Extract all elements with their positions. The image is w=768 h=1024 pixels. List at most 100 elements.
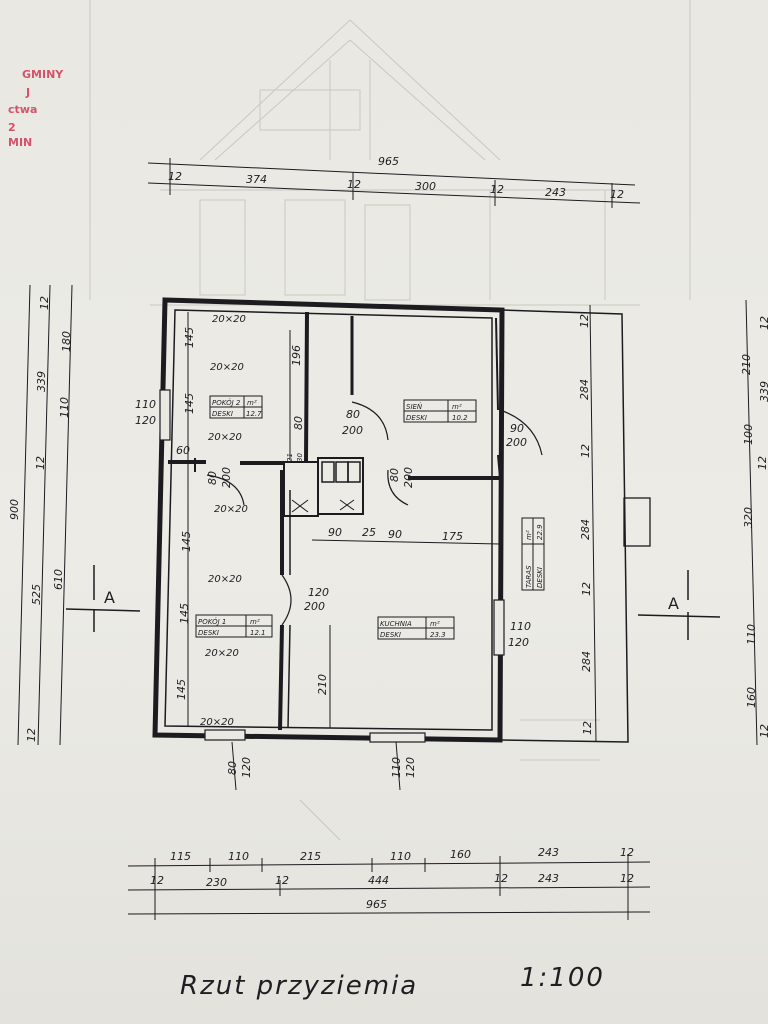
dim-terrace-6: 284 xyxy=(580,651,593,672)
dim-inner-145-3: 145 xyxy=(180,531,193,552)
room-sien-name: SIEŃ xyxy=(406,402,423,411)
dim-terrace-1: 12 xyxy=(578,314,591,328)
dim-top-seg-7: 12 xyxy=(610,188,624,201)
dim-inner-145-4: 145 xyxy=(178,603,191,624)
dim-left-overall: 900 xyxy=(8,499,21,520)
dim-bottom-overall: 965 xyxy=(366,898,387,911)
dim-chimney-2: 25 xyxy=(362,526,376,539)
outer-walls xyxy=(152,297,651,743)
room-kuchnia-area: 23.3 xyxy=(430,631,446,639)
vent-label-3: 20×20 xyxy=(208,432,242,443)
room-pokoj-1-area: 12.1 xyxy=(250,629,266,637)
stamp-line-3: ctwa xyxy=(8,103,37,116)
dim-right-5: 12 xyxy=(756,456,768,470)
room-sien-finish: DESKI xyxy=(406,414,427,422)
dim-terrace-7: 12 xyxy=(581,721,594,735)
dim-inner-145-5: 145 xyxy=(175,679,188,700)
vent-label-1: 20×20 xyxy=(212,314,246,325)
room-sien-area: 10.2 xyxy=(452,414,468,422)
dim-terrace-3: 12 xyxy=(579,444,592,458)
dim-right-1: 12 xyxy=(758,316,768,330)
dim-top-seg-3: 12 xyxy=(347,178,361,191)
dim-bottom-r2-5: 12 xyxy=(494,872,508,885)
vent-label-7: 20×20 xyxy=(200,717,234,728)
dim-bottom-r1-4: 110 xyxy=(390,850,411,863)
dim-top-seg-4: 300 xyxy=(415,180,436,193)
room-pokoj-1-name: POKÓJ 1 xyxy=(198,617,226,626)
dim-window-bm-h: 120 xyxy=(404,757,417,778)
room-pokoj-2-area: 12.7 xyxy=(246,410,262,418)
dim-left-mid-2: 339 xyxy=(35,371,48,392)
dim-inner-60: 60 xyxy=(176,444,190,457)
dim-inner-21: 21 xyxy=(286,453,294,462)
room-pokoj-2-finish: DESKI xyxy=(212,410,233,418)
dim-left-window-h: 120 xyxy=(135,414,156,427)
top-dimensions: 965 12 374 12 300 12 243 12 xyxy=(147,155,641,208)
vent-label-5: 20×20 xyxy=(208,574,242,585)
dim-bottom-r1-7: 12 xyxy=(620,846,634,859)
dim-chimney-3: 90 xyxy=(388,528,402,541)
windows xyxy=(159,389,505,743)
room-pokoj-2: POKÓJ 2 m² DESKI 12.7 xyxy=(209,395,263,419)
dim-bottom-r2-4: 444 xyxy=(368,874,389,887)
dim-right-7: 110 xyxy=(745,624,758,645)
room-pokoj-2-name: POKÓJ 2 xyxy=(212,398,241,407)
dim-bottom-r2-1: 12 xyxy=(150,874,164,887)
room-kuchnia-name: KUCHNIA xyxy=(380,620,412,628)
dim-left-mid-3: 12 xyxy=(34,456,47,470)
vent-label-2: 20×20 xyxy=(210,362,244,373)
ghost-elevation xyxy=(89,0,691,841)
door-taras-w: 90 xyxy=(510,422,524,435)
dim-inner-196: 196 xyxy=(290,345,303,366)
dim-terrace-2: 284 xyxy=(578,379,591,400)
window-kuchnia-h: 120 xyxy=(508,636,529,649)
dim-window-bm-w: 110 xyxy=(390,757,403,778)
internal-dimensions: 145 145 145 145 145 196 80 60 210 21 30 … xyxy=(175,312,501,728)
door-taras-h: 200 xyxy=(506,436,527,449)
chimney-block xyxy=(283,457,364,517)
section-mark-left: A xyxy=(104,588,115,607)
dim-left-inner-2: 110 xyxy=(58,397,71,418)
dim-left-mid-1: 12 xyxy=(38,296,51,310)
door-sien-h: 200 xyxy=(342,424,363,437)
dim-inner-210: 210 xyxy=(316,674,329,695)
dim-bottom-r1-6: 243 xyxy=(538,846,559,859)
door-ks-w: 80 xyxy=(388,468,401,482)
section-markers xyxy=(65,565,721,640)
vent-label-4: 20×20 xyxy=(214,504,248,515)
title-scale: 1:100 xyxy=(520,963,605,993)
vent-label-6: 20×20 xyxy=(205,648,239,659)
inner-walls xyxy=(168,311,501,731)
dim-inner-30: 30 xyxy=(296,453,304,462)
dim-bottom-r1-5: 160 xyxy=(450,848,471,861)
room-pokoj-1-unit: m² xyxy=(250,618,260,626)
dim-right-3: 339 xyxy=(758,381,768,402)
room-pokoj-2-unit: m² xyxy=(247,399,257,407)
room-kuchnia: KUCHNIA m² DESKI 23.3 xyxy=(377,616,455,640)
dim-top-overall: 965 xyxy=(378,155,399,168)
room-taras-finish: DESKI xyxy=(536,567,544,588)
dim-right-9: 12 xyxy=(758,724,768,738)
door-pokoj2-w: 80 xyxy=(206,471,219,485)
room-taras-area: 22.9 xyxy=(536,524,544,540)
dim-right-4: 100 xyxy=(742,424,755,445)
dim-top-seg-1: 12 xyxy=(168,170,182,183)
dim-bottom-r2-3: 12 xyxy=(275,874,289,887)
dim-top-seg-6: 243 xyxy=(545,186,566,199)
door-swings xyxy=(206,401,543,626)
dim-bottom-r1-1: 115 xyxy=(170,850,191,863)
dim-right-6: 320 xyxy=(742,507,755,528)
dim-inner-145-1: 145 xyxy=(183,327,196,348)
dim-bottom-r1-3: 215 xyxy=(300,850,321,863)
dim-chimney-1: 90 xyxy=(328,526,342,539)
room-taras: TARAS m² DESKI 22.9 xyxy=(521,517,545,591)
dim-bottom-r2-2: 230 xyxy=(206,876,227,889)
left-dimensions: 900 12 339 12 525 12 180 110 610 110 120 xyxy=(8,284,156,746)
stamp-line-1: GMINY xyxy=(22,68,64,81)
door-pokoj2-h: 200 xyxy=(220,467,233,488)
dim-terrace-4: 284 xyxy=(579,519,592,540)
dim-top-seg-2: 374 xyxy=(246,173,267,186)
door-sien-w: 80 xyxy=(346,408,360,421)
window-kuchnia-w: 110 xyxy=(510,620,531,633)
vent-labels: 20×20 20×20 20×20 20×20 20×20 20×20 20×2… xyxy=(200,314,248,728)
